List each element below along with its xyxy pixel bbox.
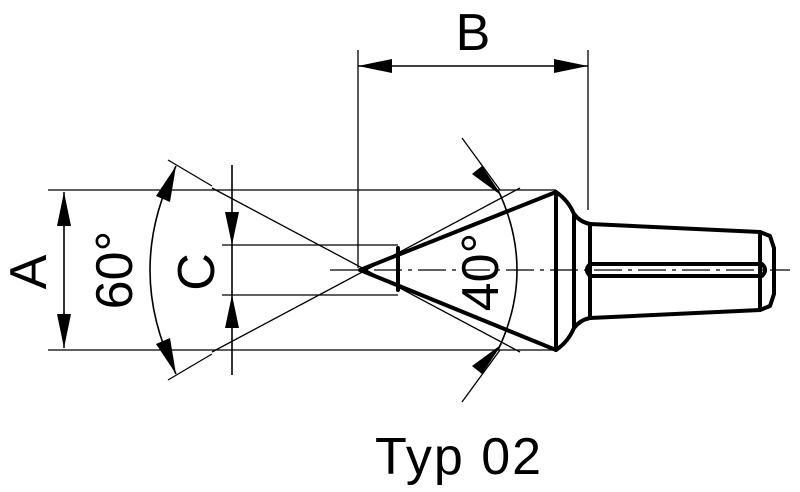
dimension-a-label: A xyxy=(0,254,58,289)
dimension-b: B xyxy=(358,4,588,73)
shank-groove xyxy=(585,262,767,278)
dimension-c-label: C xyxy=(168,253,226,291)
dimension-a: A xyxy=(0,192,71,348)
dimension-60deg-label: 60° xyxy=(86,231,144,310)
dimension-b-label: B xyxy=(456,4,491,62)
neck-outline xyxy=(554,190,592,352)
dimension-40deg: 40° xyxy=(452,137,518,403)
construction-line-lower xyxy=(211,187,521,353)
dimension-c: C xyxy=(168,165,239,375)
type-caption: Typ 02 xyxy=(375,428,543,486)
cone-outline xyxy=(358,190,558,352)
dimension-40deg-label: 40° xyxy=(452,233,510,312)
dimension-60deg: 60° xyxy=(86,159,213,381)
extension-lines xyxy=(48,50,589,351)
shank-outline xyxy=(588,222,776,320)
part-outline xyxy=(358,190,776,352)
